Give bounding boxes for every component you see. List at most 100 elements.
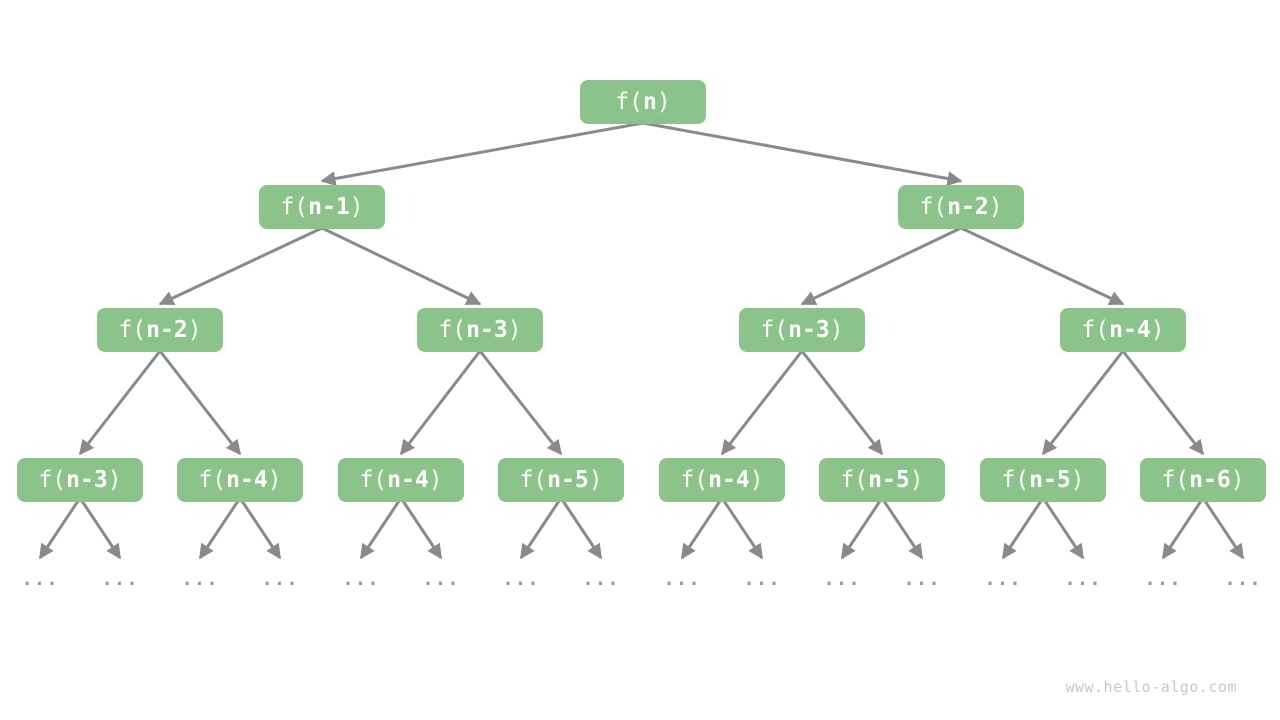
tree-node: f(n-5) [819,458,945,502]
node-label-arg: n-4 [708,466,750,493]
edge-arrow [320,121,644,186]
tree-node: f(n-4) [338,458,464,502]
node-label-prefix: f( [760,316,789,343]
leaf-ellipsis: ... [342,568,380,590]
node-label-suffix: ) [507,316,522,343]
node-label-prefix: f( [118,316,147,343]
node-label-arg: n-3 [788,316,830,343]
node-label-arg: n-4 [1109,316,1151,343]
node-label-prefix: f( [615,88,643,115]
node-label-suffix: ) [909,466,924,493]
node-label-prefix: f( [438,316,467,343]
leaf-arrow [561,500,603,560]
leaf-ellipsis: ... [823,568,861,590]
tree-node: f(n-5) [980,458,1106,502]
edge-arrow [158,226,323,306]
node-label-suffix: ) [749,466,764,493]
node-label-suffix: ) [1230,466,1245,493]
tree-node: f(n-6) [1140,458,1266,502]
node-label-arg: n-2 [146,316,188,343]
edge-arrow [78,350,162,456]
node-label-suffix: ) [267,466,282,493]
leaf-arrow [38,500,80,560]
node-label-suffix: ) [1070,466,1085,493]
node-label-arg: n-1 [308,193,350,220]
node-label-arg: n-3 [466,316,508,343]
leaf-ellipsis: ... [261,568,299,590]
leaf-ellipsis: ... [1064,568,1102,590]
tree-node: f(n) [580,80,706,124]
tree-node: f(n-3) [739,308,865,352]
leaf-ellipsis: ... [502,568,540,590]
tree-node: f(n-5) [498,458,624,502]
edge-arrow [399,350,482,456]
node-label-suffix: ) [187,316,202,343]
node-label-prefix: f( [919,193,948,220]
node-label-prefix: f( [280,193,309,220]
edge-arrow [800,350,884,456]
node-label-arg: n-4 [387,466,429,493]
leaf-arrow [401,500,443,560]
leaf-ellipsis: ... [422,568,460,590]
edge-arrow [478,350,563,456]
tree-node: f(n-4) [1060,308,1186,352]
tree-node: f(n-4) [177,458,303,502]
tree-node: f(n-2) [898,185,1024,229]
leaf-ellipsis: ... [582,568,620,590]
node-label-prefix: f( [680,466,709,493]
leaf-arrow [1161,500,1203,560]
edge-arrow [158,350,242,456]
node-label-arg: n-2 [947,193,989,220]
leaf-ellipsis: ... [1224,568,1262,590]
edge-arrow [642,121,963,186]
leaf-ellipsis: ... [181,568,219,590]
leaf-arrow [1203,500,1245,560]
leaf-arrow [519,500,561,560]
node-label-arg: n-5 [1029,466,1071,493]
leaf-arrow [1001,500,1043,560]
node-label-prefix: f( [38,466,67,493]
leaf-ellipsis: ... [903,568,941,590]
node-label-arg: n [642,88,657,115]
node-label-arg: n-5 [547,466,589,493]
tree-node: f(n-2) [97,308,223,352]
node-label-suffix: ) [588,466,603,493]
edge-arrow [960,226,1125,306]
tree-node: f(n-3) [17,458,143,502]
edge-arrow [800,226,962,306]
node-label-prefix: f( [198,466,227,493]
leaf-ellipsis: ... [101,568,139,590]
leaf-arrow [240,500,282,560]
tree-node: f(n-1) [259,185,385,229]
node-label-suffix: ) [829,316,844,343]
node-label-arg: n-6 [1189,466,1231,493]
leaf-arrow [80,500,122,560]
leaf-arrow [722,500,764,560]
leaf-ellipsis: ... [1144,568,1182,590]
node-label-prefix: f( [519,466,548,493]
leaf-ellipsis: ... [984,568,1022,590]
node-label-suffix: ) [349,193,364,220]
node-label-suffix: ) [656,88,671,115]
node-label-prefix: f( [1081,316,1110,343]
leaf-arrow [882,500,924,560]
edge-arrow [1041,350,1125,456]
node-label-prefix: f( [359,466,388,493]
leaf-arrow [198,500,240,560]
tree-node: f(n-3) [417,308,543,352]
edge-arrow [720,350,804,456]
tree-node: f(n-4) [659,458,785,502]
node-label-arg: n-5 [868,466,910,493]
leaf-arrow [680,500,722,560]
node-label-suffix: ) [107,466,122,493]
leaf-arrow [1043,500,1085,560]
node-label-prefix: f( [1161,466,1190,493]
leaf-ellipsis: ... [21,568,59,590]
leaf-arrow [840,500,882,560]
node-label-arg: n-4 [226,466,268,493]
node-label-suffix: ) [428,466,443,493]
watermark: www.hello-algo.com [1065,678,1237,696]
edge-arrow [321,226,482,306]
